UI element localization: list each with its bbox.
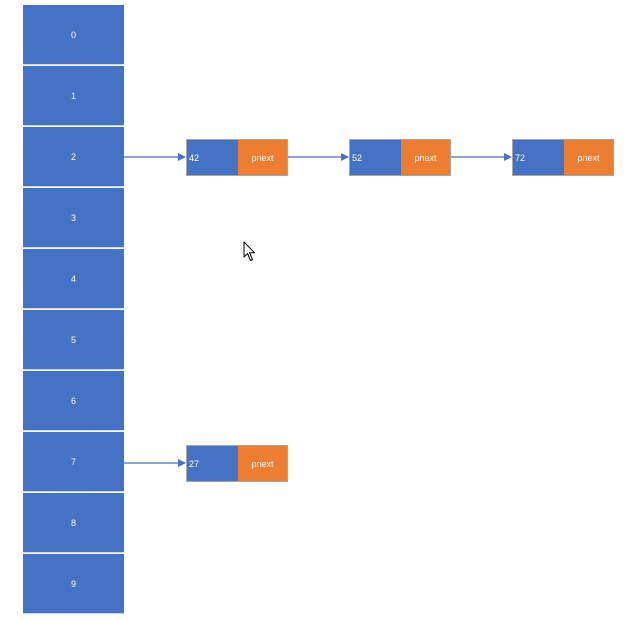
slot-2: 2 [23, 127, 124, 187]
slot-label: 6 [70, 395, 76, 406]
slot-6: 6 [23, 371, 124, 431]
list-node-27: 27 pnext [186, 445, 288, 482]
slot-1: 1 [23, 66, 124, 126]
slot-label: 5 [70, 334, 76, 345]
slot-3: 3 [23, 188, 124, 248]
slot-8: 8 [23, 493, 124, 553]
slot-label: 7 [70, 456, 76, 467]
slot-4: 4 [23, 249, 124, 309]
slot-label: 0 [70, 29, 76, 40]
slot-label: 2 [70, 151, 76, 162]
slot-7: 7 [23, 432, 124, 492]
mouse-pointer-icon [243, 241, 255, 261]
node-pointer: pnext [238, 446, 287, 481]
node-pointer: pnext [564, 140, 613, 175]
list-node-42: 42 pnext [186, 139, 288, 176]
node-value: 27 [187, 446, 238, 481]
slot-5: 5 [23, 310, 124, 370]
list-node-52: 52 pnext [349, 139, 451, 176]
slot-label: 4 [70, 273, 76, 284]
slot-9: 9 [23, 554, 124, 614]
node-pointer: pnext [238, 140, 287, 175]
list-node-72: 72 pnext [512, 139, 614, 176]
node-value: 72 [513, 140, 564, 175]
slot-0: 0 [23, 5, 124, 65]
slot-label: 1 [70, 90, 76, 101]
node-pointer: pnext [401, 140, 450, 175]
slot-label: 3 [70, 212, 76, 223]
node-value: 42 [187, 140, 238, 175]
slot-label: 8 [70, 517, 76, 528]
slot-label: 9 [70, 578, 76, 589]
node-value: 52 [350, 140, 401, 175]
